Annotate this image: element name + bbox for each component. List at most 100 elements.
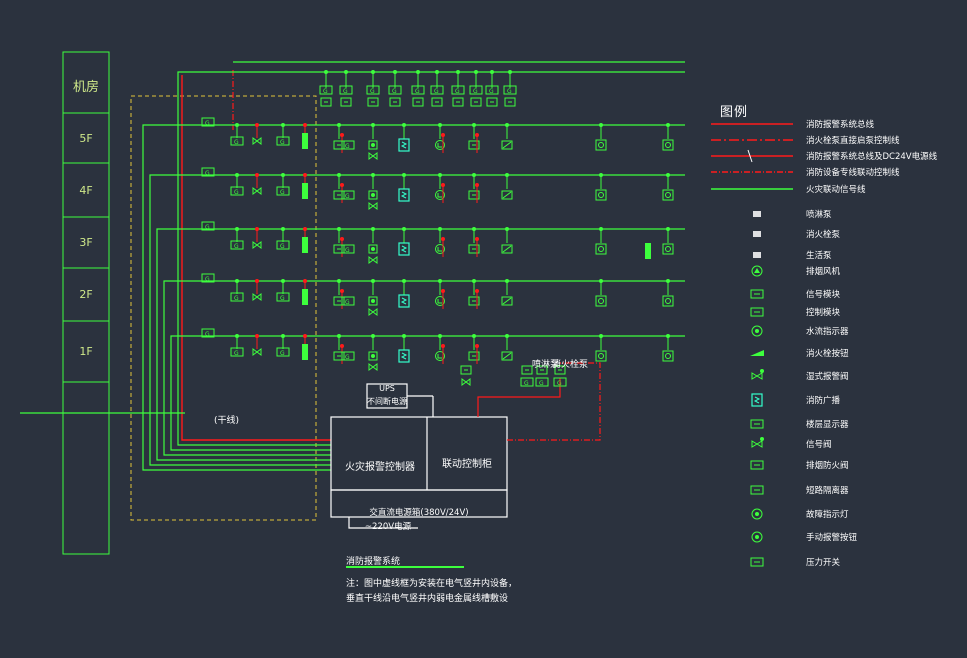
legend-symbol-label: 湿式报警阀 <box>806 372 849 382</box>
svg-text:G: G <box>205 331 210 338</box>
manual-alarm-icon <box>595 350 607 362</box>
svg-text:G: G <box>455 88 460 95</box>
isolator-icon: G <box>341 190 355 200</box>
trunk-3f <box>156 228 685 461</box>
valve-icon <box>368 308 378 316</box>
trunk-4f <box>149 174 685 466</box>
broadcast-icon <box>398 138 410 152</box>
control-module-icon <box>333 296 345 306</box>
damper-icon <box>501 244 513 254</box>
trunk-5f <box>142 124 685 471</box>
floor-label-1f: 1F <box>79 345 93 358</box>
legend-symbol-label: 控制模块 <box>806 308 841 318</box>
pump-line-a <box>477 378 561 417</box>
floor-column-frame <box>62 51 110 555</box>
linkage-panel-label: 联动控制柜 <box>442 459 492 470</box>
controller-block <box>330 383 508 529</box>
pump-text-icon <box>753 252 761 258</box>
isolator-icon: G <box>341 140 355 150</box>
legend-symbol-label: 消火栓泵 <box>806 230 841 240</box>
isolator-icon: G <box>388 85 402 95</box>
shaft-enclosure <box>130 95 317 521</box>
water-flow-icon <box>751 325 763 337</box>
isolator-icon: G <box>341 244 355 254</box>
pressure-switch-icon <box>750 557 764 567</box>
damper-icon <box>501 351 513 361</box>
control-module-icon <box>367 97 379 107</box>
isolator-icon: G <box>341 296 355 306</box>
valve-icon <box>252 293 262 301</box>
power-box-label: 交直流电源箱(380V/24V) <box>369 508 469 518</box>
damper-icon <box>501 140 513 150</box>
fire-button-icon <box>368 190 378 200</box>
fault-lamp-icon <box>751 508 763 520</box>
svg-text:G: G <box>323 88 328 95</box>
svg-text:G: G <box>280 139 285 146</box>
valve-icon <box>252 241 262 249</box>
hydrant-button-icon <box>750 350 764 356</box>
manual-alarm-icon <box>595 295 607 307</box>
floor-display-icon <box>645 243 651 259</box>
broadcast-icon <box>751 393 763 407</box>
junction-dot <box>441 237 445 241</box>
valve-icon <box>461 378 471 386</box>
signal-module-icon <box>750 289 764 299</box>
legend-symbol-label: 信号模块 <box>806 290 841 300</box>
isolator-icon: G <box>553 377 567 387</box>
valve-icon <box>368 363 378 371</box>
floor-display-icon <box>750 419 764 429</box>
junction-dot <box>340 133 344 137</box>
power-box-frame <box>330 489 508 518</box>
fire-button-icon <box>368 244 378 254</box>
legend-symbol-label: 消防广播 <box>806 396 841 406</box>
isolator-icon: G <box>451 85 465 95</box>
svg-text:G: G <box>557 380 562 387</box>
manual-alarm-icon <box>662 295 674 307</box>
control-module-icon <box>504 97 516 107</box>
fan-icon <box>751 265 763 277</box>
junction-dot <box>340 344 344 348</box>
legend-line-label: 消防报警系统总线 <box>806 120 875 130</box>
note-line-1: 注：图中虚线框为安装在电气竖井内设备， <box>346 579 518 589</box>
svg-text:G: G <box>234 350 239 357</box>
isolator-icon: G <box>341 351 355 361</box>
control-module-icon <box>333 244 345 254</box>
isolator-icon: G <box>201 273 215 283</box>
broadcast-icon <box>398 349 410 363</box>
svg-text:G: G <box>539 380 544 387</box>
isolator-icon <box>750 485 764 495</box>
floor-label-machine-room: 机房 <box>72 79 99 95</box>
junction-dot <box>475 289 479 293</box>
isolator-icon: G <box>276 136 290 146</box>
svg-text:G: G <box>345 193 350 200</box>
controller-frame <box>330 416 508 491</box>
trunk-note: (干线) <box>214 416 240 426</box>
junction-dot <box>340 289 344 293</box>
isolator-icon: G <box>276 347 290 357</box>
svg-text:G: G <box>345 143 350 150</box>
svg-text:G: G <box>473 88 478 95</box>
isolator-icon: G <box>520 377 534 387</box>
fire-button-icon <box>368 351 378 361</box>
manual-alarm-icon <box>662 189 674 201</box>
junction-dot <box>475 183 479 187</box>
manual-alarm-icon <box>751 531 763 543</box>
floor-label-4f: 4F <box>79 183 93 197</box>
svg-text:G: G <box>280 350 285 357</box>
svg-text:G: G <box>205 224 210 231</box>
svg-text:G: G <box>205 120 210 127</box>
valve-icon <box>368 152 378 160</box>
control-module-icon <box>431 97 443 107</box>
green-trunks <box>20 61 685 471</box>
control-module-icon <box>486 97 498 107</box>
manual-alarm-icon <box>662 139 674 151</box>
floor-label-5f: 5F <box>79 131 93 145</box>
svg-text:G: G <box>524 380 529 387</box>
water-flow-icon <box>435 351 445 361</box>
legend-lines <box>711 123 793 190</box>
legend-symbol-label: 故障指示灯 <box>806 510 849 520</box>
legend-symbol-label: 楼层显示器 <box>806 420 849 430</box>
broadcast-icon <box>398 188 410 202</box>
